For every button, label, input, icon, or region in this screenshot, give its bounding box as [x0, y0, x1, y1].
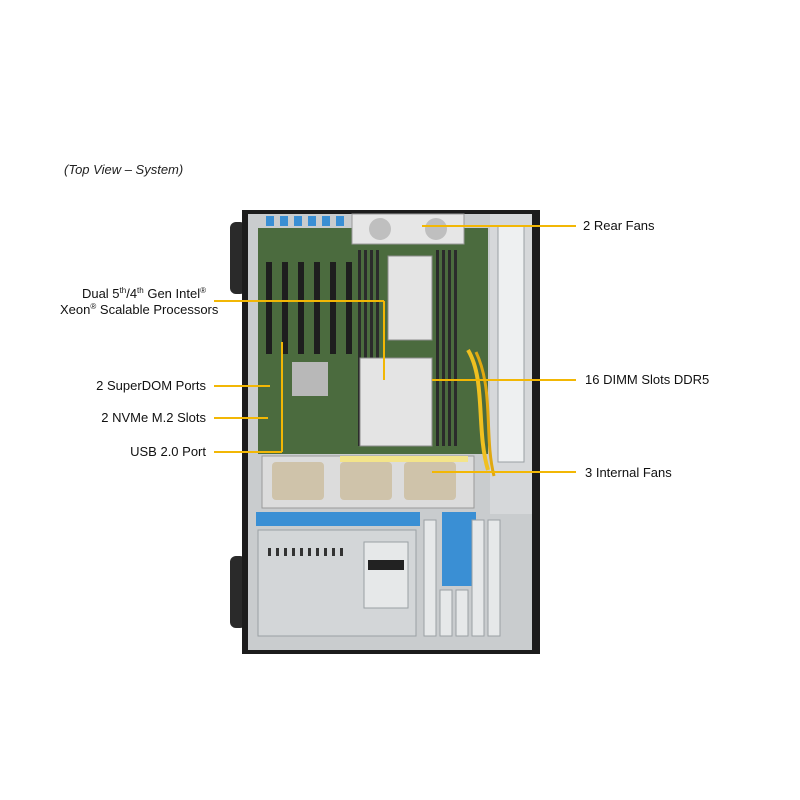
psu-handle-plate [363, 541, 409, 609]
dimm-slots [358, 250, 457, 446]
chipset-heatsink [292, 362, 328, 396]
power-cable-2 [474, 351, 496, 477]
blue-latch [442, 512, 476, 586]
pcie-slots [266, 262, 352, 354]
callout-dimm-slots: 16 DIMM Slots DDR5 [585, 372, 710, 387]
leader-lines [214, 225, 576, 473]
figure-caption: (Top View – System) [64, 162, 184, 177]
callout-superdom-ports: 2 SuperDOM Ports [96, 378, 206, 393]
callout-rear-fans: 2 Rear Fans [583, 218, 655, 233]
internal-fan-2 [340, 462, 392, 500]
callout-processors: Dual 5th/4th Gen Intel® Xeon® Scalable P… [60, 286, 219, 318]
callout-processors-line2: Xeon® Scalable Processors [60, 302, 219, 317]
expansion-brackets [423, 519, 501, 637]
cpu-heatsink-2 [359, 357, 433, 447]
internal-fan-3 [404, 462, 456, 500]
drive-cage [497, 225, 525, 463]
rear-io-connectors [266, 216, 344, 226]
callout-internal-fans: 3 Internal Fans [585, 465, 672, 480]
fan-shroud-strip [340, 456, 468, 462]
rear-fan-1 [369, 218, 391, 240]
callout-usb-port: USB 2.0 Port [130, 444, 206, 459]
cpu-heatsink-1 [387, 255, 433, 341]
psu-grip [368, 560, 404, 570]
rear-fan-2 [425, 218, 447, 240]
internal-fan-1 [272, 462, 324, 500]
psu-vents [268, 548, 343, 556]
callout-processors-line1: Dual 5th/4th Gen Intel® [81, 286, 206, 301]
callout-nvme-slots: 2 NVMe M.2 Slots [101, 410, 206, 425]
rear-fans-housing [351, 213, 465, 245]
drive-bay-rail [256, 512, 420, 526]
power-cable-1 [466, 348, 490, 471]
